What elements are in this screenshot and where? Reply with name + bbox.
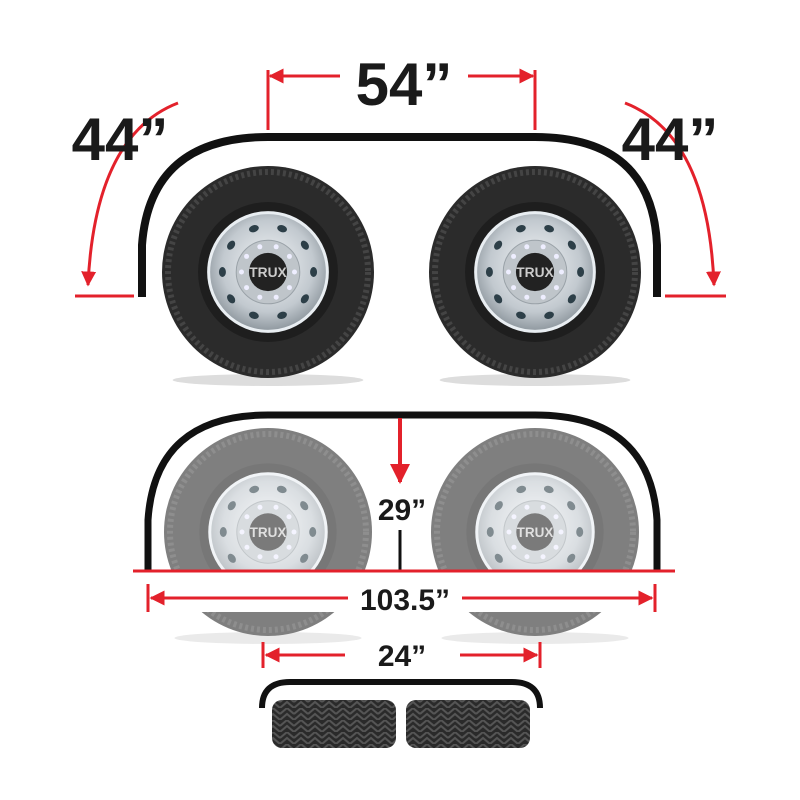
bottom-fender [259,679,543,709]
hub-cap [249,513,287,551]
middle-fender [144,411,661,570]
left-arc-arrow [81,101,179,287]
top-fender [138,133,661,297]
top-wheel-right: TRUX [429,166,641,386]
trux-logo: TRUX [516,265,554,280]
trux-logo: TRUX [517,525,554,540]
label-height: 29” [378,494,426,527]
hub-cap [248,252,288,292]
label-arc-left: 44” [72,106,169,173]
trux-logo: TRUX [250,525,287,540]
label-width: 24” [378,640,426,673]
top-wheel-left: TRUX [162,166,374,386]
label-span: 54” [356,51,453,118]
label-length: 103.5” [360,584,450,617]
hub-cap [515,252,555,292]
label-arc-right: 44” [622,106,719,173]
tread-right [406,700,530,748]
hub-cap [516,513,554,551]
trux-logo: TRUX [249,265,287,280]
right-arc-arrow [624,101,721,287]
tread-left [272,700,396,748]
